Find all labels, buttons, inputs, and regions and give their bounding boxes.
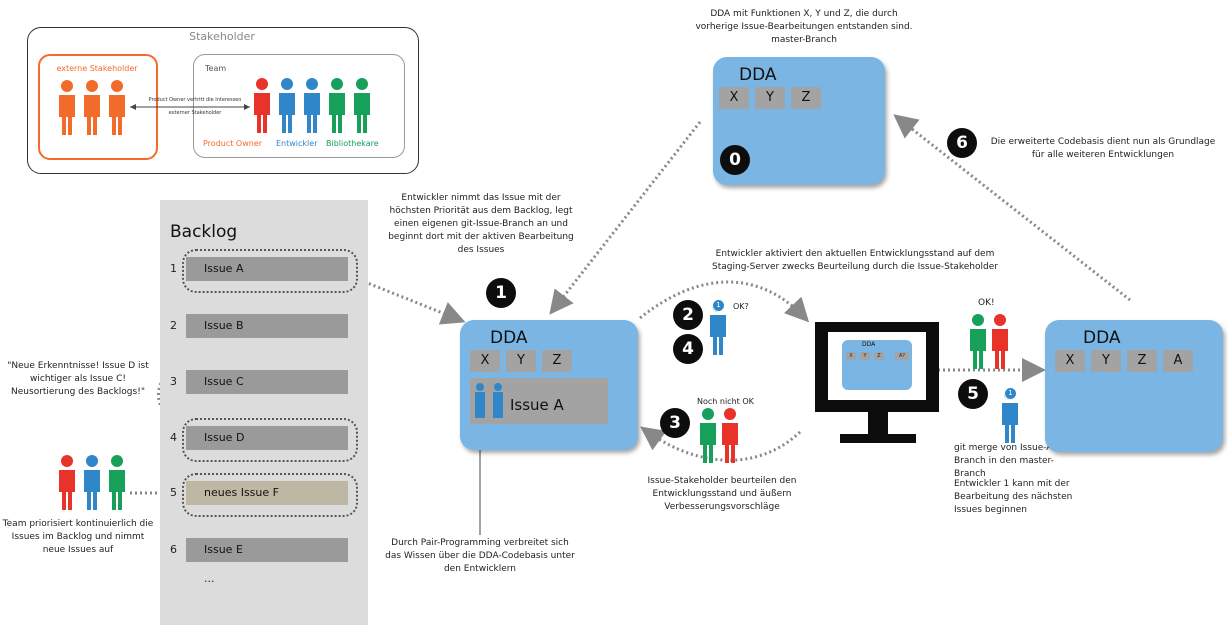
monitor-chip-y: Y (860, 352, 870, 360)
dda-merged-title: DDA (1083, 328, 1121, 348)
not-ok-label: Noch nicht OK (697, 397, 754, 406)
team-label: Team (205, 64, 227, 73)
pair-dev-1-icon (474, 382, 485, 418)
backlog-num: 5 (170, 486, 177, 499)
backlog-num: 2 (170, 319, 177, 332)
dda-branch-title: DDA (490, 328, 528, 348)
step-1-badge: 1 (486, 278, 516, 308)
stakeholder-green-ok (970, 314, 986, 369)
stakeholder-red-ok (992, 314, 1008, 369)
ok-label: OK! (978, 298, 995, 308)
developer-badge: 1 (712, 299, 725, 312)
monitor-chip-z: Z (874, 352, 884, 360)
backlog-title: Backlog (170, 222, 238, 242)
dda-merged-box: DDA X Y Z A (1045, 320, 1223, 452)
dda-to-staging-arrow (639, 280, 810, 323)
issue-a-label: Issue A (510, 396, 564, 414)
step-1-note: Entwickler nimmt das Issue mit der höchs… (388, 193, 574, 255)
monitor-icon (815, 322, 939, 443)
external-stakeholder-label: externe Stakeholder (56, 64, 138, 73)
pair-dev-2-icon (492, 382, 503, 418)
monitor-chip-x: X (846, 352, 856, 360)
next-issue-note: Entwickler 1 kann mit der Bearbeitung de… (954, 479, 1073, 515)
developer-badge: 1 (1004, 387, 1017, 400)
step-5-badge: 5 (958, 379, 988, 409)
step-3-badge: 3 (660, 408, 690, 438)
step-4-badge: 4 (673, 334, 703, 364)
master-to-dda-arrow (549, 121, 702, 315)
monitor-chip-a: A? (895, 352, 909, 360)
chip-x: X (1055, 350, 1085, 372)
chip-y: Y (755, 87, 785, 109)
backlog-panel: Backlog 1 Issue A 2 Issue B 3 Issue C 4 … (160, 200, 368, 625)
backlog-to-dda-arrow (354, 276, 466, 325)
chip-z: Z (542, 350, 572, 372)
chip-y: Y (1091, 350, 1121, 372)
issue-f-highlight (182, 473, 358, 517)
backlog-item-issue-d[interactable]: Issue D (186, 426, 348, 450)
stakeholder-panel (27, 27, 419, 174)
po-arrow-label-1: Product Owner vertritt die Interessen (148, 97, 242, 103)
backlog-item-issue-e[interactable]: Issue E (186, 538, 348, 562)
team-box (193, 54, 405, 158)
team-figures (254, 78, 370, 133)
step-2-badge: 2 (673, 300, 703, 330)
stakeholder-title: Stakeholder (189, 30, 255, 43)
to-master-arrow (893, 114, 1131, 302)
external-stakeholder-figures (59, 80, 125, 135)
stakeholder-green-step3 (700, 408, 716, 463)
backlog-item-issue-c[interactable]: Issue C (186, 370, 348, 394)
dda-master-box: DDA X Y Z 0 (713, 57, 885, 185)
chip-x: X (719, 87, 749, 109)
backlog-num: 3 (170, 375, 177, 388)
dda-master-title: DDA (739, 65, 777, 85)
team-prioritizes-note: Team priorisiert kontinuierlich die Issu… (2, 519, 154, 555)
reprioritize-note: "Neue Erkenntnisse! Issue D ist wichtige… (7, 361, 149, 397)
pair-programming-note: Durch Pair-Programming verbreitet sich d… (385, 538, 575, 574)
master-dda-note: DDA mit Funktionen X, Y und Z, die durch… (695, 9, 913, 45)
backlog-num: 6 (170, 543, 177, 556)
step-6-note: Die erweiterte Codebasis dient nun als G… (990, 137, 1216, 160)
po-arrow-label-2: externer Stakeholder (168, 110, 222, 116)
backlog-item-issue-f[interactable]: neues Issue F (186, 481, 348, 505)
feedback-arrow (640, 426, 802, 462)
issue-d-highlight (182, 418, 358, 462)
monitor-dda-title: DDA (862, 341, 876, 348)
step-2-note: Entwickler aktiviert den aktuellen Entwi… (712, 249, 998, 272)
merge-note: git merge von Issue-A-Branch in den mast… (954, 443, 1056, 479)
chip-x: X (470, 350, 500, 372)
role-librarian: Bibliothekare (326, 139, 379, 148)
team-group-figures (59, 455, 125, 510)
step-6-badge: 6 (947, 128, 977, 158)
step-3-note: Issue-Stakeholder beurteilen den Entwick… (647, 476, 797, 512)
stakeholder-red-step3 (722, 408, 738, 463)
chip-a: A (1163, 350, 1193, 372)
backlog-item-issue-a[interactable]: Issue A (186, 257, 348, 281)
backlog-num: 4 (170, 431, 177, 444)
chip-z: Z (791, 87, 821, 109)
chip-z: Z (1127, 350, 1157, 372)
backlog-item-issue-b[interactable]: Issue B (186, 314, 348, 338)
role-product-owner: Product Owner (203, 139, 263, 148)
backlog-ellipsis: ... (204, 572, 215, 585)
issue-a-highlight (182, 249, 358, 293)
chip-y: Y (506, 350, 536, 372)
ok-question-label: OK? (733, 302, 749, 311)
dda-issue-branch-box: DDA X Y Z Issue A (460, 320, 638, 450)
backlog-num: 1 (170, 262, 177, 275)
role-developer: Entwickler (276, 139, 318, 148)
step-0-badge: 0 (720, 145, 750, 175)
